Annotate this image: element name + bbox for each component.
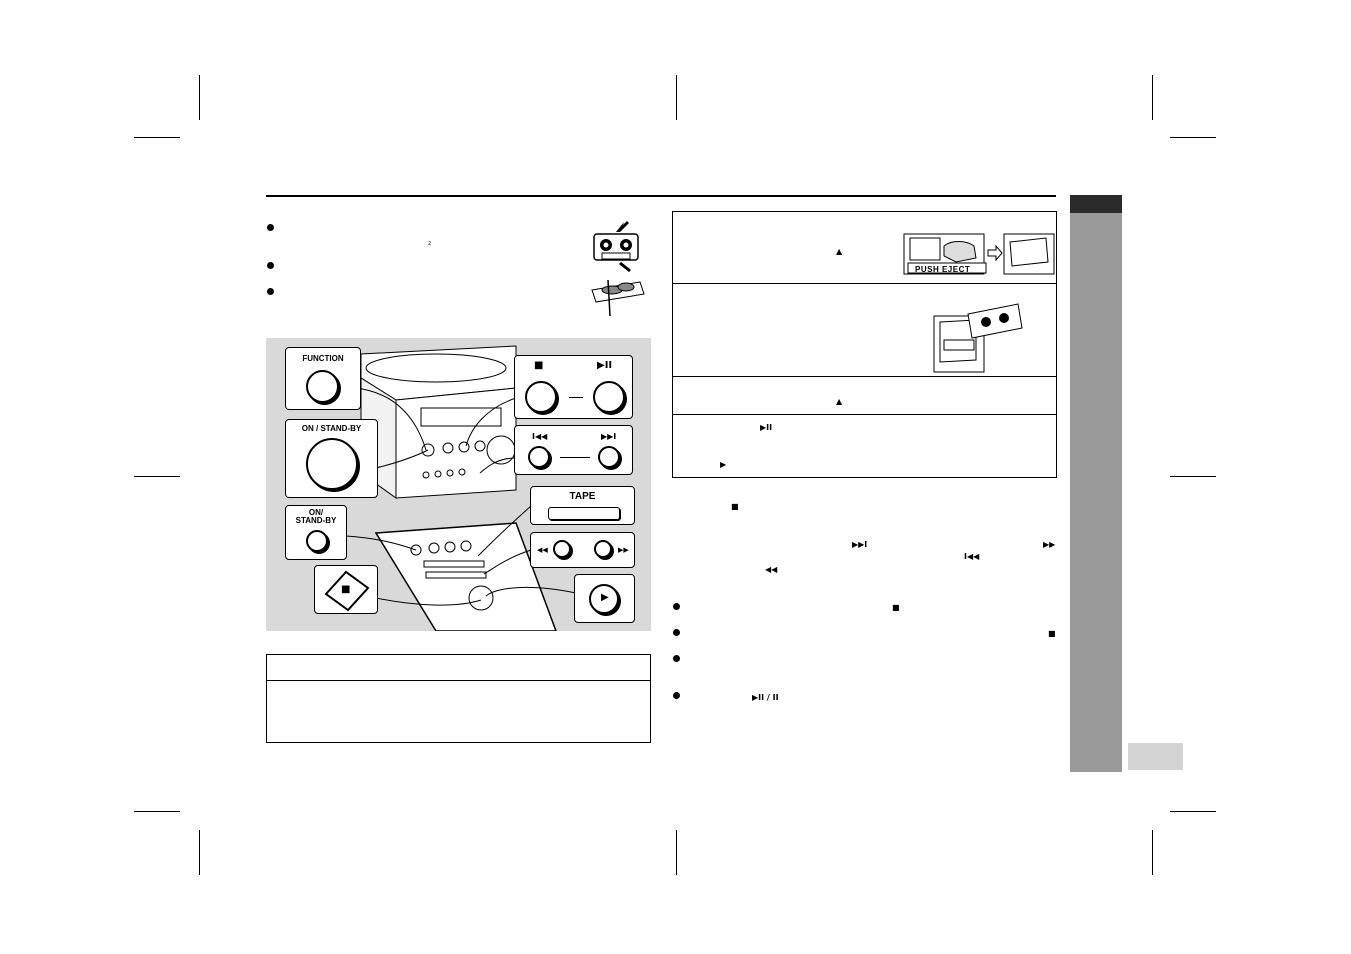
crop-mark bbox=[134, 811, 180, 812]
stop-icon: ■ bbox=[1048, 629, 1056, 638]
remote-on-standby-label: ON/ STAND-BY bbox=[295, 508, 337, 525]
play-pause-icon: ▶II bbox=[760, 423, 773, 432]
function-label: FUNCTION bbox=[302, 354, 344, 363]
stereo-unit-drawing bbox=[345, 345, 577, 631]
side-tab-header bbox=[1070, 195, 1122, 213]
rewind-icon: ◀◀ bbox=[537, 546, 548, 554]
bullet bbox=[267, 288, 274, 295]
next-track-icon: ▶▶I bbox=[601, 432, 617, 441]
pause-icon: ▶II / II bbox=[752, 693, 779, 702]
prev-track-button[interactable] bbox=[528, 446, 550, 468]
on-standby-label: ON / STAND-BY bbox=[301, 424, 362, 433]
rew-ff-callout: ◀◀ ▶▶ bbox=[530, 532, 635, 568]
steps-row-divider bbox=[672, 376, 1057, 377]
next-track-button[interactable] bbox=[598, 446, 620, 468]
remote-on-standby-button[interactable] bbox=[306, 530, 328, 552]
note-box-divider bbox=[266, 680, 651, 681]
divider-line bbox=[569, 397, 583, 398]
on-standby-callout: ON / STAND-BY bbox=[285, 419, 378, 498]
superscript-mark: 2 bbox=[428, 241, 432, 247]
remote-on-standby-callout: ON/ STAND-BY bbox=[285, 505, 347, 560]
rewind-icon: ◀◀ bbox=[765, 565, 778, 574]
play-icon: ▶ bbox=[601, 592, 609, 603]
play-callout: ▶ bbox=[574, 574, 635, 623]
remote-stop-callout: ■ bbox=[314, 565, 378, 614]
steps-table bbox=[672, 211, 1057, 478]
eject-icon: ▲ bbox=[836, 247, 843, 256]
bullet bbox=[673, 655, 680, 662]
crop-mark bbox=[199, 830, 200, 875]
rewind-button[interactable] bbox=[553, 540, 571, 558]
cassette-insert-illustration bbox=[933, 303, 1023, 373]
stop-play-callout: ■ ▶II bbox=[514, 355, 633, 419]
crop-mark bbox=[134, 476, 180, 477]
tape-button[interactable] bbox=[548, 507, 620, 520]
divider-line bbox=[560, 457, 590, 458]
play-pause-button[interactable] bbox=[593, 381, 625, 413]
next-track-icon: ▶▶I bbox=[852, 540, 868, 549]
stop-icon: ■ bbox=[534, 360, 544, 371]
function-callout: FUNCTION bbox=[285, 347, 361, 410]
play-button[interactable] bbox=[589, 584, 619, 614]
crop-mark bbox=[1170, 476, 1216, 477]
bullet bbox=[267, 224, 274, 231]
bullet bbox=[673, 629, 680, 636]
tape-label: TAPE bbox=[569, 491, 596, 502]
function-button[interactable] bbox=[306, 370, 339, 403]
remote-stop-button[interactable] bbox=[322, 568, 372, 613]
steps-row-divider bbox=[672, 283, 1057, 284]
crop-mark bbox=[676, 75, 677, 120]
fast-forward-button[interactable] bbox=[594, 540, 612, 558]
steps-row-divider bbox=[672, 414, 1057, 415]
side-tab bbox=[1070, 195, 1122, 772]
note-box bbox=[266, 654, 651, 743]
push-eject-label: PUSH EJECT bbox=[915, 265, 971, 274]
crop-mark bbox=[1170, 811, 1216, 812]
stop-icon: ■ bbox=[731, 502, 739, 511]
stop-icon: ■ bbox=[892, 603, 900, 612]
page-number-box bbox=[1128, 743, 1183, 770]
bullet bbox=[673, 603, 680, 610]
crop-mark bbox=[1170, 137, 1216, 138]
crop-mark bbox=[1152, 75, 1153, 120]
fast-forward-icon: ▶▶ bbox=[618, 546, 629, 554]
eject-icon: ▲ bbox=[836, 397, 843, 406]
crop-mark bbox=[134, 137, 180, 138]
stop-icon: ■ bbox=[341, 584, 351, 595]
unit-illustration: FUNCTION ON / STAND-BY ON/ STAND-BY ■ ■ … bbox=[266, 338, 651, 631]
prev-track-icon: I◀◀ bbox=[532, 432, 548, 441]
on-standby-button[interactable] bbox=[306, 438, 358, 490]
tape-callout: TAPE bbox=[530, 486, 635, 525]
play-pause-icon: ▶II bbox=[597, 360, 613, 371]
header-rule bbox=[266, 195, 1056, 197]
cassette-tension-icon bbox=[591, 220, 645, 317]
crop-mark bbox=[199, 75, 200, 120]
crop-mark bbox=[1152, 830, 1153, 875]
stop-button[interactable] bbox=[525, 381, 557, 413]
fast-forward-icon: ▶▶ bbox=[1043, 540, 1056, 549]
skip-callout: I◀◀ ▶▶I bbox=[514, 425, 633, 475]
crop-mark bbox=[676, 830, 677, 875]
bullet bbox=[673, 692, 680, 699]
eject-illustration bbox=[903, 233, 1055, 275]
prev-track-icon: I◀◀ bbox=[964, 552, 980, 561]
play-icon: ▶ bbox=[720, 460, 727, 469]
bullet bbox=[267, 262, 274, 269]
